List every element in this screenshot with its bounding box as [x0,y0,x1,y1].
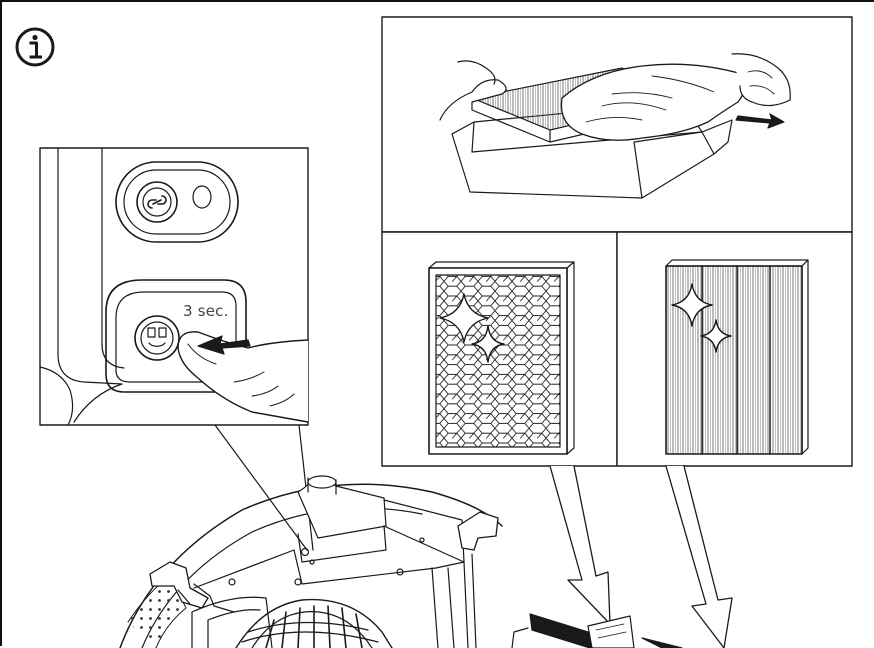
reset-button-zoom-panel [39,147,314,551]
carbon-filter-panel [381,231,618,467]
purifier-unit [119,475,635,648]
unpack-filter-panel [381,16,853,233]
insert-arrows [529,465,733,648]
press-duration-label: 3 sec. [183,302,229,320]
hepa-filter-panel [616,231,853,467]
fan-grille [235,598,393,648]
info-icon [15,27,55,67]
